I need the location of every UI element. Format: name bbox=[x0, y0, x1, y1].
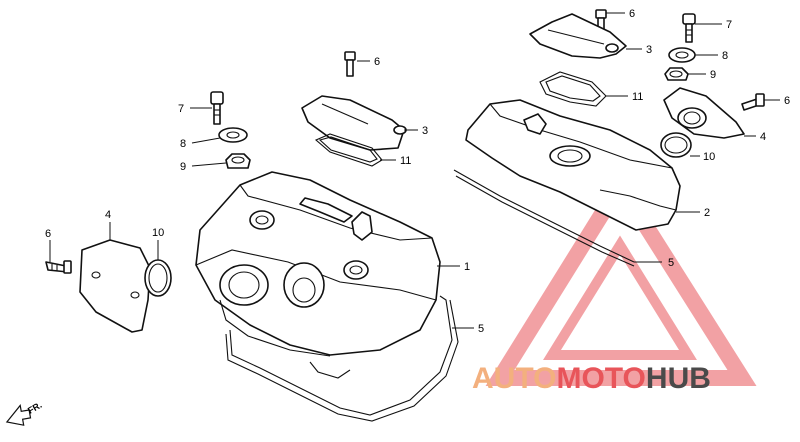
left-washer bbox=[218, 127, 248, 143]
center-breather-cover bbox=[301, 95, 407, 151]
leader-lines bbox=[49, 12, 780, 329]
callout-main-gasket: 5 bbox=[478, 323, 484, 335]
callout-right-breather-gasket: 11 bbox=[632, 91, 643, 103]
right-cylinder-cover bbox=[465, 99, 681, 231]
callout-left-oring: 10 bbox=[152, 227, 164, 239]
right-grommet bbox=[664, 67, 689, 81]
watermark-logo bbox=[485, 169, 757, 386]
main-cover-gasket bbox=[225, 295, 459, 422]
left-bolt bbox=[45, 260, 72, 274]
callout-right-cylinder-cover: 2 bbox=[704, 207, 710, 219]
callout-center-cover: 3 bbox=[422, 125, 428, 137]
center-bolt bbox=[344, 51, 356, 77]
right-stud-bolt bbox=[682, 13, 696, 43]
watermark-text: AUTOMOTOHUB bbox=[472, 362, 711, 395]
watermark-moto: MOTO bbox=[556, 362, 645, 395]
callout-left-grommet: 9 bbox=[180, 161, 186, 173]
right-side-cover bbox=[663, 87, 745, 139]
callout-numbers: 6 7 8 9 3 11 4 10 2 1 5 5 6 3 11 7 8 9 6… bbox=[45, 8, 790, 335]
front-arrow: FR. bbox=[5, 400, 44, 426]
callout-left-cover: 4 bbox=[105, 209, 111, 221]
right-breather-gasket bbox=[539, 71, 607, 107]
callout-right-grommet: 9 bbox=[710, 69, 716, 81]
callout-right-cover: 3 bbox=[646, 44, 652, 56]
callout-center-bolt: 6 bbox=[374, 56, 380, 68]
right-o-ring bbox=[660, 132, 692, 158]
left-stud-bolt bbox=[210, 91, 224, 125]
callout-right-gasket: 5 bbox=[668, 257, 674, 269]
callout-head-cover: 1 bbox=[464, 261, 470, 273]
watermark-auto: AUTO bbox=[472, 362, 556, 395]
callout-right-washer: 8 bbox=[722, 50, 728, 62]
callout-left-washer: 8 bbox=[180, 138, 186, 150]
svg-text:AUTOMOTOHUB: AUTOMOTOHUB bbox=[472, 362, 711, 395]
front-arrow-label: FR. bbox=[26, 400, 44, 416]
right-breather-cover bbox=[529, 13, 627, 59]
cylinder-head-cover bbox=[195, 171, 441, 357]
left-grommet bbox=[225, 153, 251, 169]
callout-right-top-bolt: 6 bbox=[629, 8, 635, 20]
right-side-bolt bbox=[741, 93, 765, 111]
watermark-hub: HUB bbox=[646, 362, 711, 395]
callout-right-side-bolt: 6 bbox=[784, 95, 790, 107]
right-cover-gasket bbox=[453, 169, 635, 267]
callout-left-stud: 7 bbox=[178, 103, 184, 115]
right-washer bbox=[668, 47, 696, 63]
left-side-cover bbox=[79, 239, 172, 333]
callout-left-bolt: 6 bbox=[45, 228, 51, 240]
callout-right-side-cover: 4 bbox=[760, 131, 766, 143]
callout-center-gasket: 11 bbox=[400, 155, 411, 167]
callout-right-oring: 10 bbox=[703, 151, 715, 163]
callout-right-stud: 7 bbox=[726, 19, 732, 31]
